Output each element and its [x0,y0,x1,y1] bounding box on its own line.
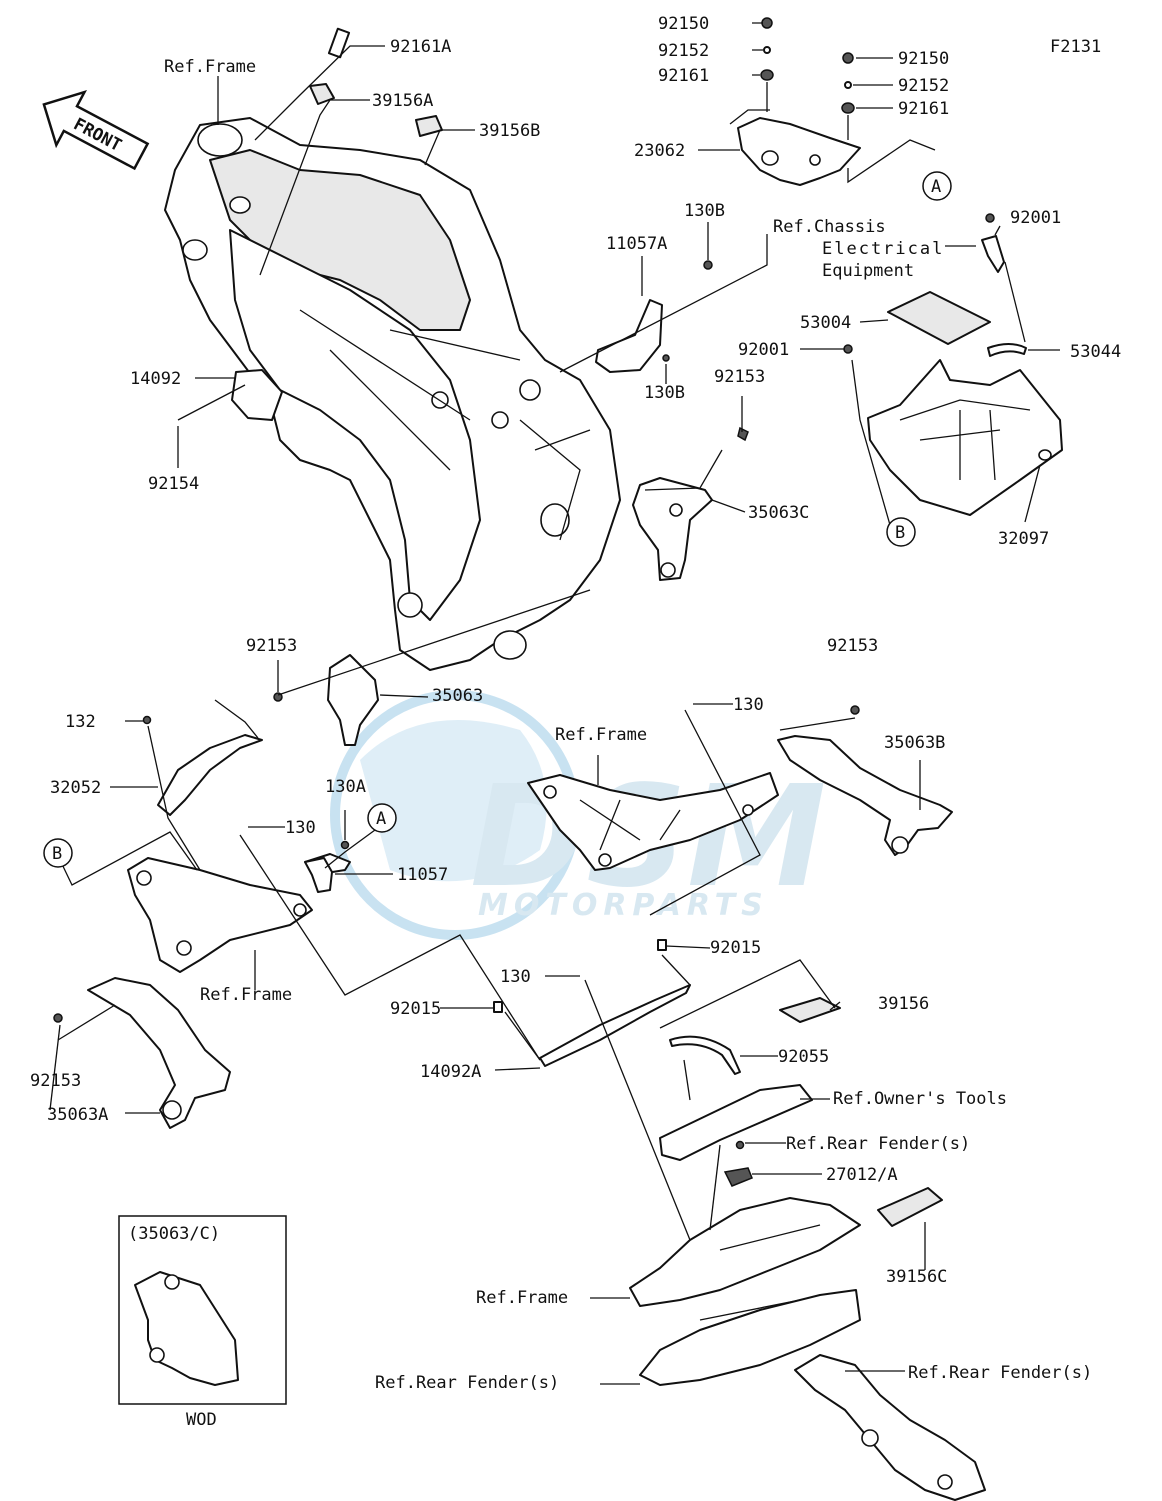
part-35063a [53,977,231,1129]
label-11057: 11057 [397,865,448,885]
label-39156a: 39156A [372,91,433,111]
svg-text:A: A [376,809,386,829]
label-35063b: 35063B [884,733,945,753]
diagram-code: F2131 [1050,37,1101,57]
part-14092 [231,369,283,421]
label-35063: 35063 [432,686,483,706]
label-14092: 14092 [130,369,181,389]
part-53044 [987,343,1027,357]
part-92015-left [493,1001,503,1013]
rear-frame-assembly [629,1197,986,1501]
label-23062: 23062 [634,141,685,161]
label-92154: 92154 [148,474,199,494]
inset-footer: WOD [186,1410,217,1430]
label-92015-left: 92015 [390,999,441,1019]
label-130-left: 130 [285,818,316,838]
part-11057 [304,857,333,893]
svg-text:B: B [52,844,62,864]
label-35063a: 35063A [47,1105,108,1125]
part-27012a [723,1167,753,1187]
label-53044: 53044 [1070,342,1121,362]
sub-frame [527,772,779,871]
part-35063c [632,426,749,581]
part-35063b [777,705,953,856]
label-92152-b: 92152 [898,76,949,96]
part-32097 [843,213,1063,516]
watermark-sub: MOTORPARTS [478,888,769,923]
ref-owners-tools: Ref.Owner's Tools [833,1089,1007,1109]
label-130-bottom: 130 [500,967,531,987]
ref-rear-fender-2: Ref.Rear Fender(s) [908,1363,1092,1383]
label-39156c: 39156C [886,1267,947,1287]
label-92161-b: 92161 [898,99,949,119]
label-32052: 32052 [50,778,101,798]
part-23062 [737,17,861,186]
ref-chassis-line2: Electrical [822,239,944,259]
part-14092a [539,984,691,1067]
label-92161-a: 92161 [658,66,709,86]
label-35063c: 35063C [748,503,809,523]
part-132-bolt [142,715,152,725]
inset-header: (35063/C) [128,1224,220,1244]
label-130-right: 130 [733,695,764,715]
part-92001-clip [981,235,1005,273]
ref-chassis-line1: Ref.Chassis [773,217,886,237]
label-92153-center: 92153 [246,636,297,656]
label-130b-mid: 130B [644,383,685,403]
main-frame [164,117,621,671]
part-39156 [779,997,841,1023]
label-132: 132 [65,712,96,732]
marker-b-right: B [886,517,916,547]
label-39156: 39156 [878,994,929,1014]
label-92153-top: 92153 [714,367,765,387]
part-32052 [157,734,263,816]
inset-box: (35063/C) WOD [118,1215,287,1430]
leader-lines [49,22,1060,1385]
label-14092a: 14092A [420,1062,481,1082]
part-53004 [887,291,991,345]
ref-frame-bottom: Ref.Frame [476,1288,568,1308]
label-92015-right: 92015 [710,938,761,958]
marker-a-center: A [367,803,397,833]
label-92150-a: 92150 [658,14,709,34]
part-39156a [309,83,335,105]
ref-rear-fender-1: Ref.Rear Fender(s) [786,1134,970,1154]
part-92015-right [657,939,667,951]
front-arrow-icon: FRONT [42,90,150,171]
part-130a-bolt [340,840,350,850]
label-92153-left: 92153 [30,1071,81,1091]
ref-frame-top: Ref.Frame [164,57,256,77]
ref-chassis-line3: Equipment [822,261,914,281]
label-92152-a: 92152 [658,41,709,61]
label-92150-b: 92150 [898,49,949,69]
label-11057a: 11057A [606,234,667,254]
label-92161a: 92161A [390,37,451,57]
label-92153-right: 92153 [827,636,878,656]
svg-text:B: B [895,523,905,543]
label-130b-top: 130B [684,201,725,221]
label-32097: 32097 [998,529,1049,549]
label-53004: 53004 [800,313,851,333]
label-27012a: 27012/A [826,1165,898,1185]
ref-frame-left: Ref.Frame [200,985,292,1005]
marker-b-left: B [43,838,73,868]
part-35063 [273,654,379,746]
part-11057a [595,260,713,373]
ref-rear-fender-3: Ref.Rear Fender(s) [375,1373,559,1393]
part-owners-tools [659,1084,813,1161]
label-130a: 130A [325,777,366,797]
label-92055: 92055 [778,1047,829,1067]
label-92001-mid: 92001 [738,340,789,360]
part-rear-fender-bolt [735,1140,745,1150]
label-92001-top: 92001 [1010,208,1061,228]
part-92161a [327,27,351,59]
part-92055 [669,1035,741,1075]
ref-frame-center: Ref.Frame [555,725,647,745]
part-39156c [877,1187,943,1227]
svg-text:A: A [931,177,941,197]
marker-a-top: A [922,171,952,201]
label-39156b: 39156B [479,121,540,141]
